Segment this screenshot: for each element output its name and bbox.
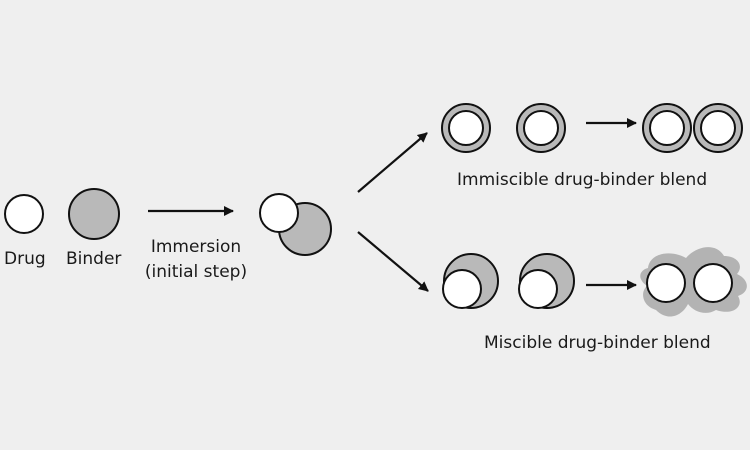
miscible-label: Miscible drug-binder blend — [484, 333, 711, 353]
binder-bridged-particles — [640, 247, 747, 317]
coated-particle — [516, 103, 566, 153]
immersion-sub-label: (initial step) — [144, 262, 248, 282]
agglomerated-coated-particles — [642, 103, 743, 153]
immiscible-label: Immiscible drug-binder blend — [457, 170, 708, 190]
immersed-particle — [259, 193, 332, 256]
lower-branch-arrow — [357, 231, 429, 292]
coated-particle — [441, 103, 491, 153]
partially-coated-particle — [442, 253, 499, 309]
immersion-label: Immersion — [150, 237, 242, 257]
partially-coated-particle — [518, 253, 575, 309]
drug-particle — [4, 194, 44, 234]
upper-branch-arrow — [357, 132, 428, 193]
binder-label: Binder — [66, 249, 122, 269]
drug-label: Drug — [4, 249, 46, 269]
binder-particle — [68, 188, 120, 240]
